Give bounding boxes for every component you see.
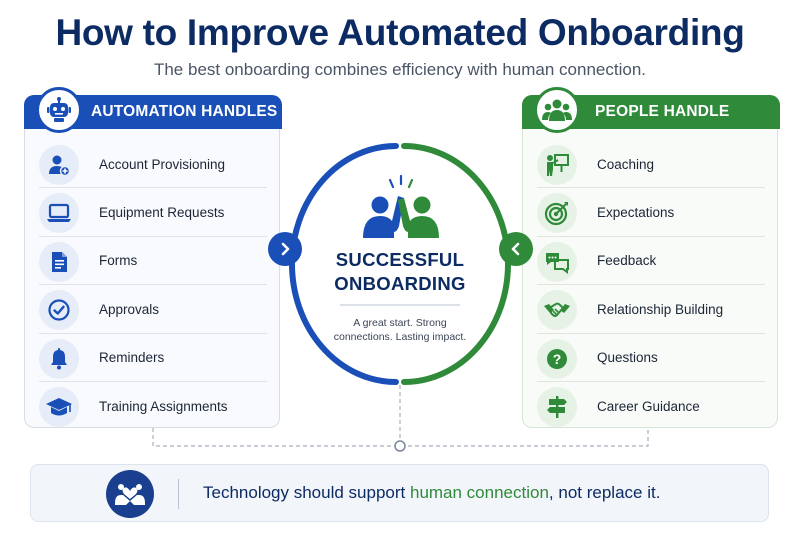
bottom-text-after: , not replace it. [548,483,661,502]
presentation-icon [537,145,577,185]
chat-bubbles-icon [537,241,577,282]
list-item-label: Forms [99,253,138,269]
high-five-icon [363,174,439,238]
list-item-label: Reminders [99,350,165,366]
list-item: Training Assignments [25,382,281,430]
question-icon: ? [537,338,577,379]
connector-node [394,440,406,452]
handshake-icon [537,290,577,331]
bottom-divider [178,479,179,509]
people-header-label: PEOPLE HANDLE [595,103,730,120]
row-divider [537,235,765,237]
bottom-callout: Technology should support human connecti… [30,464,769,522]
robot-icon [36,87,82,133]
row-divider [39,187,267,189]
bottom-text-before: Technology should support [203,483,410,502]
list-item: Forms [25,237,281,286]
page-title: How to Improve Automated Onboarding [55,12,745,53]
row-divider [537,332,765,334]
row-divider [537,284,765,286]
list-item: Career Guidance [523,382,779,430]
list-item: Reminders [25,334,281,382]
list-item: Feedback [523,237,779,286]
list-item-label: Feedback [597,253,657,269]
checkmark-icon [39,290,79,331]
chevron-left-icon [499,232,533,266]
row-divider [39,380,267,382]
list-item: ? Questions [523,334,779,382]
signpost-icon [537,386,577,427]
list-item: Relationship Building [523,285,779,334]
row-divider [39,332,267,334]
list-item-label: Expectations [597,205,675,221]
people-panel: PEOPLE HANDLE Coaching Expectations Feed… [522,87,780,430]
list-item-label: Approvals [99,301,160,317]
target-icon [537,193,577,234]
list-item-label: Relationship Building [597,301,724,317]
group-icon [534,87,580,133]
automation-header: AUTOMATION HANDLES [24,87,282,133]
svg-text:?: ? [553,351,562,367]
list-item-label: Training Assignments [99,398,228,414]
center-title-line1: SUCCESSFUL [335,249,465,270]
graduation-cap-icon [39,386,79,427]
row-divider [39,284,267,286]
list-item-label: Coaching [597,156,655,172]
row-divider [39,235,267,237]
center-title-line2: ONBOARDING [334,273,466,294]
list-item-label: Questions [597,350,658,366]
center-sub-line1: A great start. Strong [353,317,447,329]
document-icon [39,241,79,282]
list-item: Approvals [25,285,281,334]
connector-dashed-line [152,428,649,447]
list-item-label: Equipment Requests [99,205,225,221]
automation-header-label: AUTOMATION HANDLES [91,103,278,120]
heart-people-icon [106,470,154,518]
laptop-icon [39,193,79,234]
bottom-text-accent: human connection [409,483,549,502]
list-item: Coaching [523,140,779,189]
automation-panel: AUTOMATION HANDLES Account Provisioning … [24,87,282,430]
list-item: Equipment Requests [25,188,281,237]
chevron-right-icon [268,232,302,266]
center-sub-line2: connections. Lasting impact. [333,331,467,343]
list-item-label: Account Provisioning [99,156,226,172]
row-divider [537,187,765,189]
row-divider [537,380,765,382]
bell-icon [39,338,79,379]
list-item: Expectations [523,188,779,237]
list-item-label: Career Guidance [597,398,700,414]
list-item: Account Provisioning [25,140,281,189]
user-add-icon [39,145,79,185]
bottom-message: Technology should support human connecti… [203,483,660,503]
page-subtitle: The best onboarding combines efficiency … [153,60,647,79]
people-header: PEOPLE HANDLE [522,87,780,133]
